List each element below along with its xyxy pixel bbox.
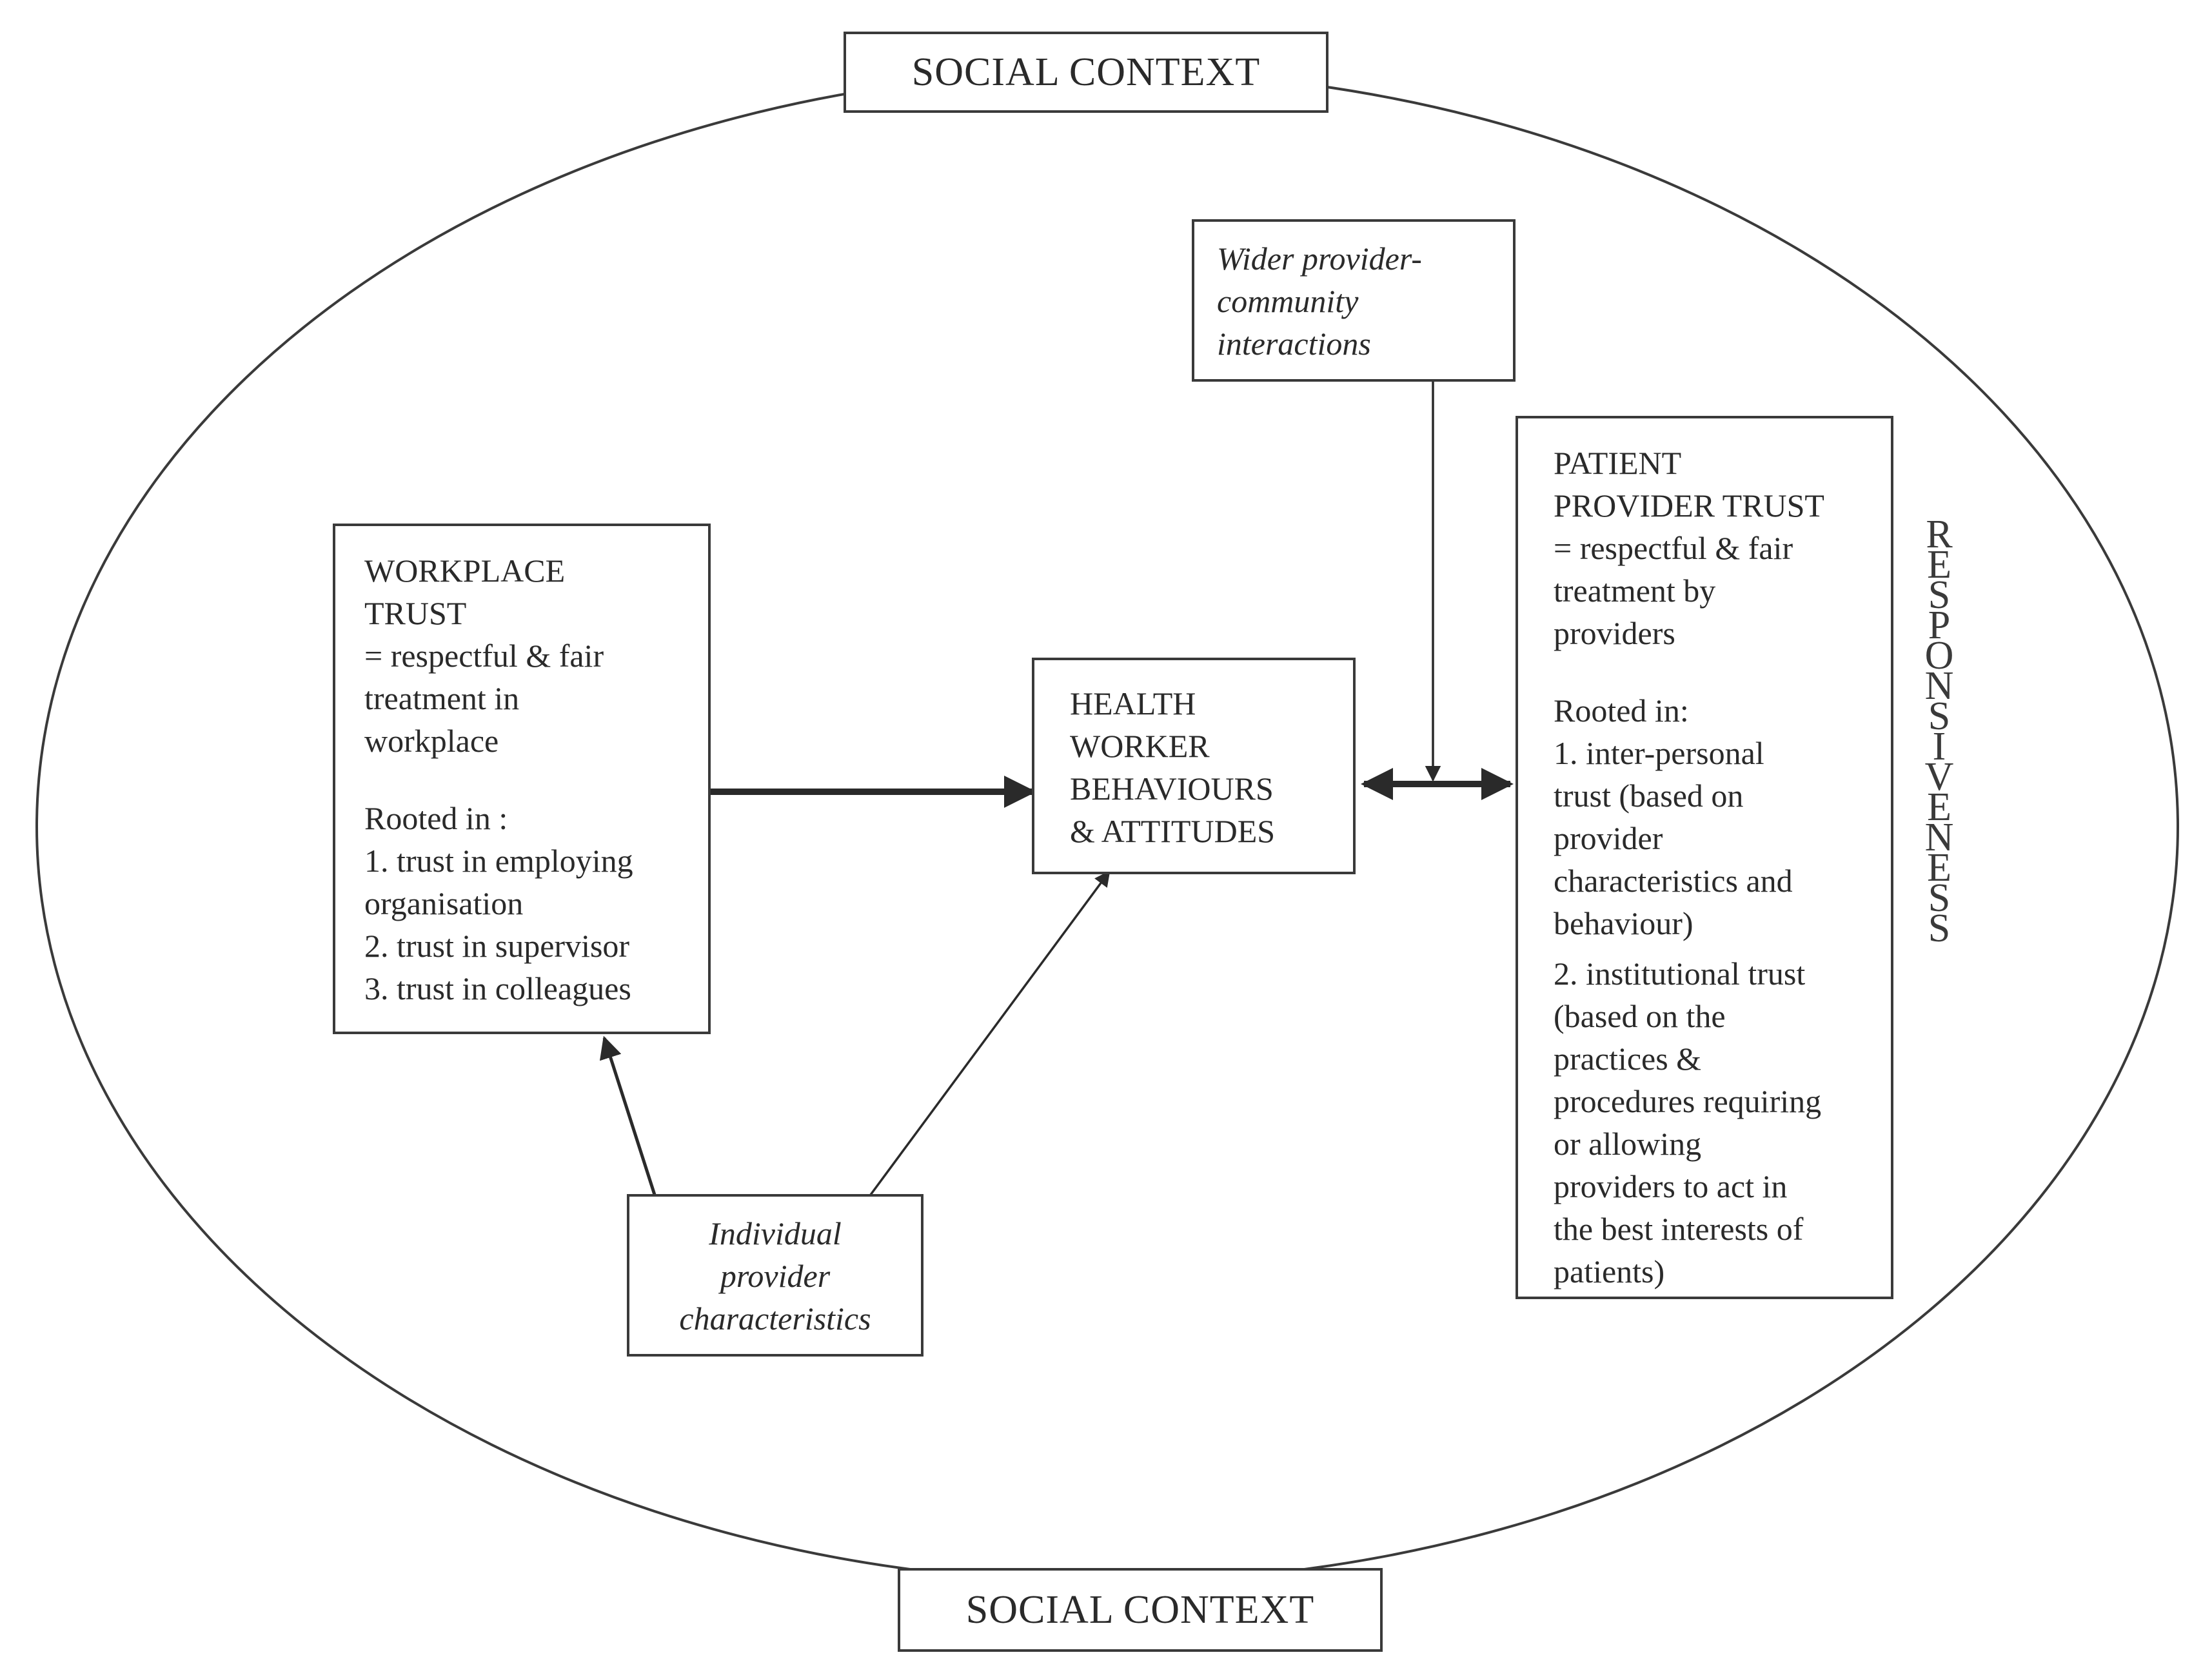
- wider-interactions-box: Wider provider- community interactions: [1192, 219, 1516, 382]
- wider-line-3: interactions: [1217, 326, 1371, 362]
- workplace-line-3: = respectful & fair: [364, 638, 604, 674]
- responsiveness-letter: S: [1928, 573, 1951, 617]
- patient-item2-line-6: providers to act in: [1554, 1168, 1788, 1204]
- patient-item1-line-5: behaviour): [1554, 905, 1694, 941]
- patient-item2-line-8: patients): [1554, 1253, 1665, 1289]
- patient-item1-line-1: 1. inter-personal: [1554, 735, 1764, 771]
- patient-item2-line-7: the best interests of: [1554, 1211, 1804, 1247]
- individual-characteristics-box: Individual provider characteristics: [627, 1194, 923, 1357]
- responsiveness-letter: N: [1924, 664, 1954, 708]
- responsiveness-letter: R: [1926, 513, 1953, 556]
- workplace-line-1: WORKPLACE: [364, 553, 566, 589]
- patient-item1-line-3: provider: [1554, 820, 1663, 856]
- patient-item2-line-2: (based on the: [1554, 998, 1726, 1034]
- responsiveness-letter: V: [1924, 755, 1954, 799]
- patient-item2-line-3: practices &: [1554, 1041, 1702, 1077]
- patient-item2-line-4: procedures requiring: [1554, 1083, 1822, 1119]
- patient-item2-line-1: 2. institutional trust: [1554, 956, 1806, 992]
- individual-line-3: characteristics: [679, 1300, 871, 1337]
- health-worker-line-2: WORKER: [1070, 728, 1210, 764]
- responsiveness-letter: S: [1928, 694, 1951, 738]
- responsiveness-letter: S: [1928, 906, 1951, 950]
- patient-rooted-label: Rooted in:: [1554, 692, 1689, 729]
- workplace-line-2: TRUST: [364, 595, 467, 631]
- wider-line-1: Wider provider-: [1217, 240, 1422, 277]
- patient-item1-line-2: trust (based on: [1554, 778, 1744, 814]
- workplace-line-4: treatment in: [364, 680, 520, 716]
- arrow-individual-to-health-worker: [869, 870, 1111, 1196]
- health-worker-line-1: HEALTH: [1070, 685, 1196, 721]
- workplace-trust-box: WORKPLACE TRUST = respectful & fair trea…: [333, 524, 711, 1034]
- patient-item2-line-5: or allowing: [1554, 1126, 1702, 1162]
- responsiveness-letter: E: [1927, 543, 1951, 587]
- workplace-rooted-line-1: Rooted in :: [364, 800, 508, 836]
- health-worker-line-4: & ATTITUDES: [1070, 813, 1276, 849]
- workplace-rooted-line-4: 2. trust in supervisor: [364, 928, 630, 964]
- responsiveness-letter: N: [1924, 816, 1954, 859]
- individual-line-2: provider: [720, 1258, 831, 1294]
- patient-trust-box: PATIENT PROVIDER TRUST = respectful & fa…: [1516, 416, 1893, 1299]
- patient-line-5: providers: [1554, 615, 1675, 651]
- responsiveness-label: R E S P O N S I V E N E S S: [1917, 513, 1962, 950]
- workplace-rooted-line-5: 3. trust in colleagues: [364, 970, 631, 1006]
- patient-line-4: treatment by: [1554, 573, 1716, 609]
- patient-line-3: = respectful & fair: [1554, 530, 1793, 566]
- responsiveness-letter: O: [1924, 634, 1954, 678]
- responsiveness-letter: E: [1927, 785, 1951, 829]
- patient-line-2: PROVIDER TRUST: [1554, 487, 1824, 524]
- health-worker-line-3: BEHAVIOURS: [1070, 770, 1274, 807]
- workplace-rooted-line-3: organisation: [364, 885, 524, 921]
- social-context-bottom-label: SOCIAL CONTEXT: [898, 1568, 1383, 1652]
- responsiveness-letter: E: [1927, 846, 1951, 890]
- responsiveness-letter: P: [1928, 603, 1951, 647]
- patient-item1-line-4: characteristics and: [1554, 863, 1793, 899]
- responsiveness-letter: I: [1932, 725, 1946, 769]
- workplace-rooted-line-2: 1. trust in employing: [364, 843, 633, 879]
- arrow-individual-to-workplace: [599, 1035, 657, 1195]
- individual-line-1: Individual: [709, 1215, 842, 1251]
- wider-line-2: community: [1217, 283, 1359, 319]
- workplace-line-5: workplace: [364, 723, 499, 759]
- social-context-top-label: SOCIAL CONTEXT: [844, 32, 1328, 113]
- responsiveness-letter: S: [1928, 876, 1951, 920]
- health-worker-box: HEALTH WORKER BEHAVIOURS & ATTITUDES: [1032, 658, 1356, 874]
- patient-line-1: PATIENT: [1554, 445, 1682, 481]
